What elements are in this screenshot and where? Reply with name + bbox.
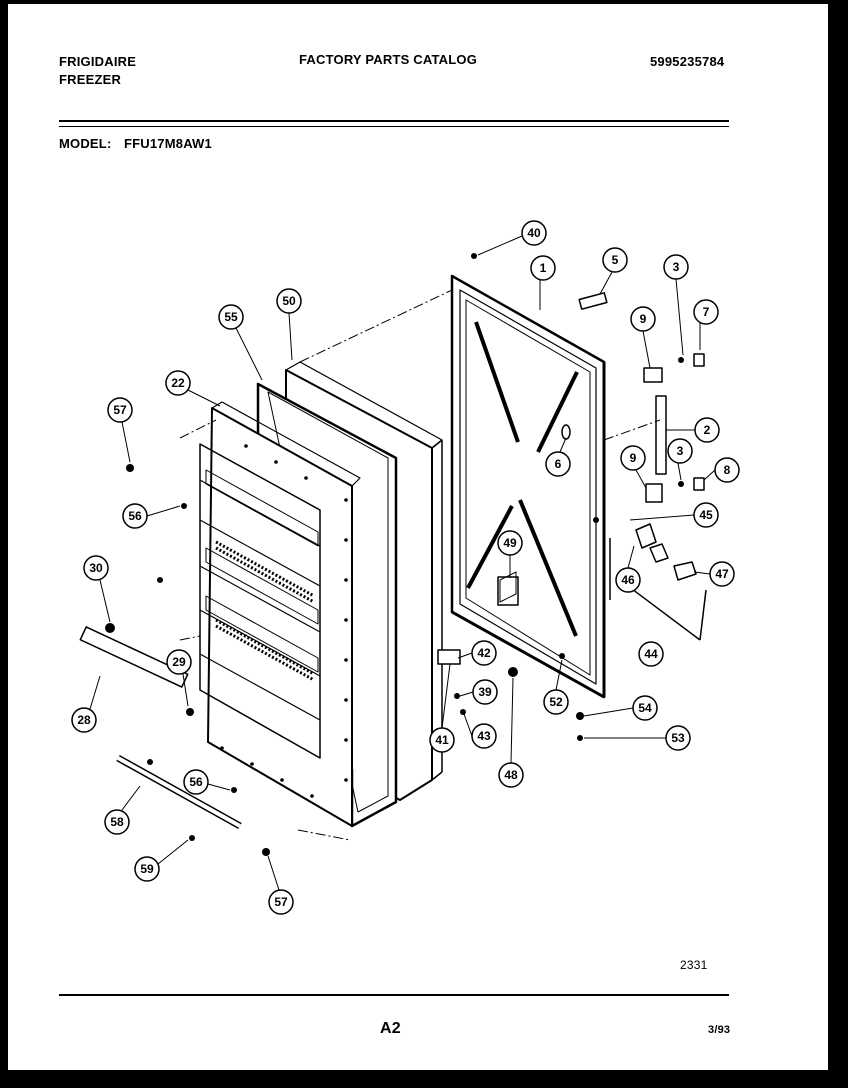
page-number: A2 [380,1020,401,1037]
callout-39: 39 [478,685,492,699]
callout-43: 43 [477,729,491,743]
callout-59: 59 [140,862,154,876]
callout-44: 44 [644,647,658,661]
callout-55: 55 [224,310,238,324]
model-number: FFU17M8AW1 [124,136,212,151]
inner-liner-shelves [199,401,361,827]
callout-48: 48 [504,768,518,782]
footer-rule [59,994,729,996]
callout-3b: 3 [677,444,684,458]
callout-53: 53 [671,731,685,745]
callout-49: 49 [503,536,517,550]
callout-56: 56 [128,509,142,523]
model-label: MODEL: [59,136,112,151]
header-rule-bottom [59,126,729,127]
header-rule-top [59,120,729,122]
callout-47: 47 [715,567,729,581]
callout-41: 41 [435,733,449,747]
callout-57: 57 [113,403,127,417]
callout-58: 58 [110,815,124,829]
callout-2: 2 [704,423,711,437]
callout-57b: 57 [274,895,288,909]
callout-22: 22 [171,376,185,390]
leader-lines [89,235,716,891]
callout-labels: 40 1 5 3 7 9 2 3 8 9 6 45 47 46 44 49 42… [77,226,730,909]
figure-number: 2331 [680,958,708,972]
revision-date: 3/93 [708,1024,731,1036]
product-name: FREEZER [59,72,122,87]
callout-42: 42 [477,646,491,660]
callout-54: 54 [638,701,652,715]
callout-45: 45 [699,508,713,522]
callout-1: 1 [540,261,547,275]
callout-9: 9 [640,312,647,326]
callout-5: 5 [612,253,619,267]
callout-9b: 9 [630,451,637,465]
callout-56b: 56 [189,775,203,789]
catalog-title: FACTORY PARTS CATALOG [299,52,478,67]
callout-40: 40 [527,226,541,240]
callout-29: 29 [172,655,186,669]
hinge-hardware [79,292,707,830]
outer-door-panel [450,274,606,699]
callout-3: 3 [673,260,680,274]
callout-52: 52 [549,695,563,709]
callout-46: 46 [621,573,635,587]
callout-28: 28 [77,713,91,727]
fasteners [105,253,684,856]
callout-circles [71,220,740,915]
catalog-number: 5995235784 [650,54,725,69]
callout-30: 30 [89,561,103,575]
brand-name: FRIGIDAIRE [59,54,137,69]
callout-7: 7 [703,305,710,319]
assembly-lines [179,289,661,841]
callout-50: 50 [282,294,296,308]
callout-8: 8 [724,463,731,477]
callout-6: 6 [555,457,562,471]
